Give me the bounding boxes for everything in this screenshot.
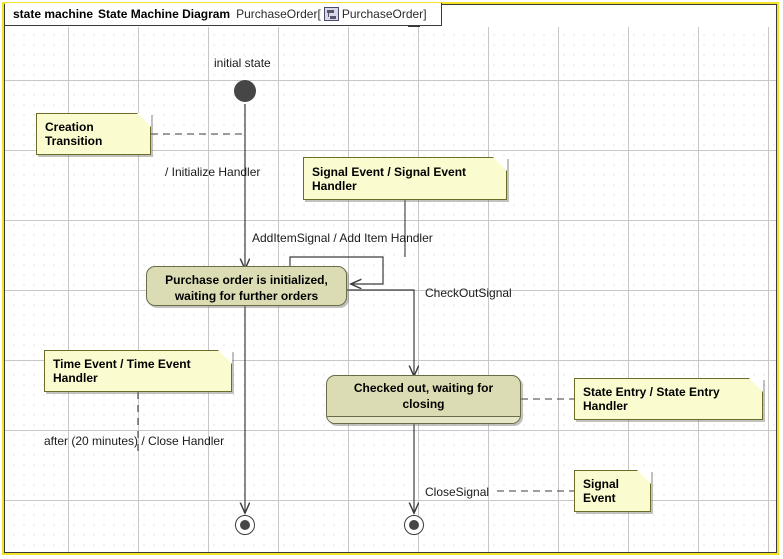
state-title-line2: waiting for further orders	[174, 289, 319, 303]
note-fold-icon	[137, 113, 151, 127]
note-time-event-handler-label: Time Event / Time Event Handler	[53, 357, 191, 385]
initial-state-label: initial state	[214, 56, 271, 70]
final-state-right[interactable]	[404, 515, 424, 535]
edge-label-after-close: after (20 minutes) / Close Handler	[44, 434, 225, 448]
note-time-event-handler[interactable]: Time Event / Time Event Handler	[44, 350, 232, 392]
diagram-name-label: PurchaseOrder	[236, 7, 318, 21]
note-signal-event[interactable]: Signal Event	[574, 470, 651, 512]
edge-label-check-out: CheckOutSignal	[425, 286, 512, 300]
note-fold-icon	[749, 378, 763, 392]
state-entry-action: entry / Check Out Handler	[327, 417, 520, 423]
note-fold-icon	[637, 470, 651, 484]
diagram-frame-inner	[4, 4, 777, 553]
diagram-param-label: PurchaseOrder	[341, 7, 424, 21]
edge-label-close-signal: CloseSignal	[425, 485, 490, 499]
diagram-type-label: State Machine Diagram	[98, 7, 231, 21]
state-purchase-order-initialized[interactable]: Purchase order is initialized, waiting f…	[146, 266, 347, 306]
state-title-line1: Purchase order is initialized,	[165, 273, 328, 287]
note-state-entry-handler-label: State Entry / State Entry Handler	[583, 385, 720, 413]
note-fold-icon	[218, 350, 232, 364]
edge-label-initialize: / Initialize Handler	[165, 165, 261, 179]
final-state-left[interactable]	[235, 515, 255, 535]
note-state-entry-handler[interactable]: State Entry / State Entry Handler	[574, 378, 763, 420]
note-signal-event-handler[interactable]: Signal Event / Signal Event Handler	[303, 157, 507, 200]
state-checked-out[interactable]: Checked out, waiting for closing entry /…	[326, 375, 521, 424]
state-title: Checked out, waiting for closing	[327, 376, 520, 417]
bracket-open: [	[317, 7, 321, 21]
diagram-keyword: state machine	[13, 7, 94, 21]
initial-state-node[interactable]	[234, 80, 256, 102]
note-creation-transition[interactable]: Creation Transition	[36, 113, 151, 155]
state-machine-icon	[323, 7, 339, 21]
diagram-header-tab[interactable]: state machine State Machine Diagram Purc…	[5, 3, 442, 26]
state-title: Purchase order is initialized, waiting f…	[147, 267, 346, 305]
bracket-close: ]	[423, 7, 427, 21]
edge-label-add-item: AddItemSignal / Add Item Handler	[252, 231, 433, 245]
note-creation-transition-label: Creation Transition	[45, 120, 103, 148]
note-signal-event-handler-label: Signal Event / Signal Event Handler	[312, 164, 467, 193]
note-fold-icon	[493, 157, 507, 171]
